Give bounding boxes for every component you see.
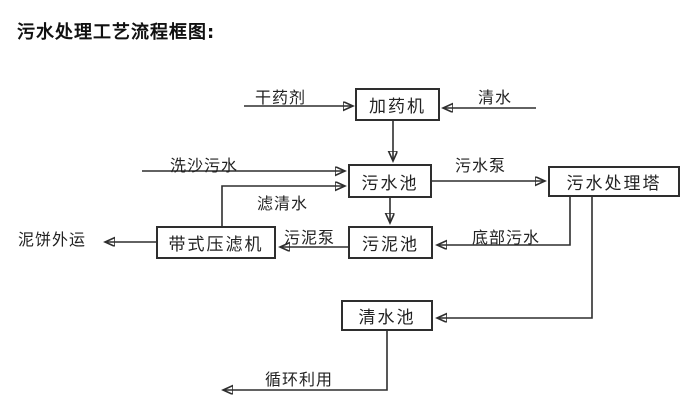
arrow-clean-water-pool-to-recycle — [224, 331, 388, 390]
node-belt-filter-press: 带式压滤机 — [156, 226, 276, 259]
node-dosing-machine: 加药机 — [355, 88, 440, 121]
node-clean-water-pool-label: 清水池 — [358, 308, 416, 328]
flow-label-sand-washing-sewage: 洗沙污水 — [170, 156, 239, 175]
node-treatment-tower-label: 污水处理塔 — [566, 174, 662, 194]
node-sewage-pool: 污水池 — [348, 164, 432, 198]
flow-label-filtered-water: 滤清水 — [257, 194, 309, 213]
flow-label-mud-cake-out: 泥饼外运 — [18, 230, 87, 249]
flow-label-clean-water: 清水 — [478, 88, 513, 107]
node-clean-water-pool: 清水池 — [341, 300, 433, 331]
arrow-filter-press-to-sewage-pool-filtered-water — [221, 186, 344, 226]
arrow-treatment-tower-to-clean-water-pool — [438, 197, 593, 318]
node-belt-filter-press-label: 带式压滤机 — [168, 235, 264, 255]
node-dosing-machine-label: 加药机 — [369, 97, 426, 117]
node-treatment-tower: 污水处理塔 — [548, 166, 680, 197]
flow-label-bottom-sewage: 底部污水 — [472, 228, 541, 247]
flow-label-sludge-pump: 污泥泵 — [284, 228, 336, 247]
node-sludge-pool: 污泥池 — [348, 226, 433, 259]
arrow-treatment-tower-to-sludge-pool-bottom-sewage — [438, 197, 571, 245]
flow-label-sewage-pump: 污水泵 — [455, 156, 507, 175]
flow-label-dry-agent: 干药剂 — [255, 88, 307, 107]
page-title: 污水处理工艺流程框图: — [17, 22, 216, 43]
node-sewage-pool-label: 污水池 — [361, 173, 419, 194]
node-sludge-pool-label: 污泥池 — [362, 235, 419, 255]
flow-label-recycle-use: 循环利用 — [265, 370, 334, 389]
